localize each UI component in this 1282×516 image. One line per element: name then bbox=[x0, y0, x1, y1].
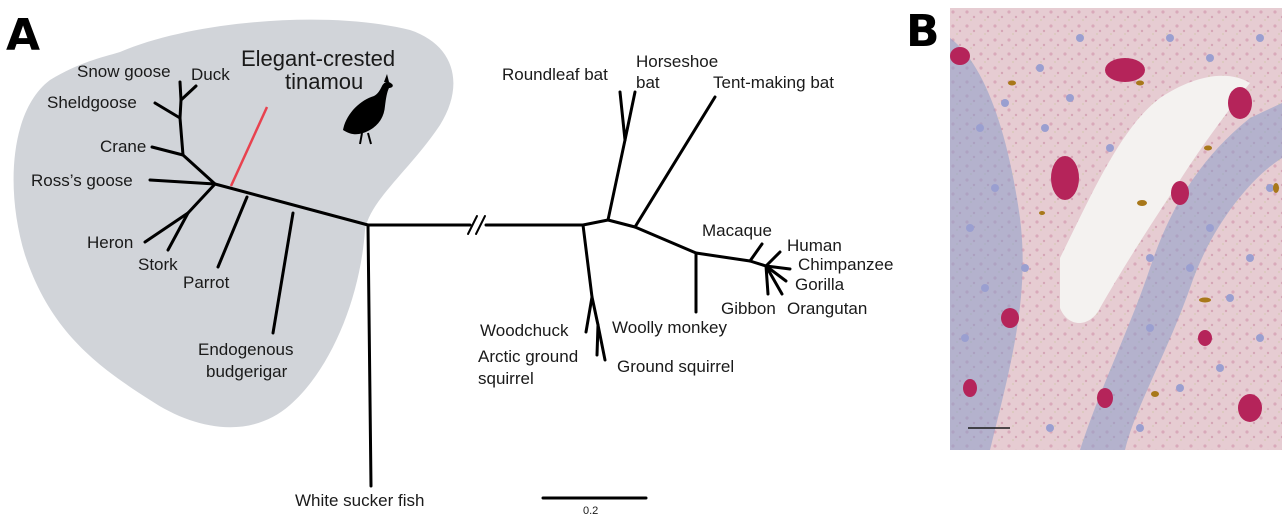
tent-making-bat-branch bbox=[635, 97, 715, 227]
taxon-label-gibbon: Gibbon bbox=[721, 299, 776, 318]
roundleaf-bat-branch bbox=[620, 92, 625, 140]
tent-making-bat-branch bbox=[608, 220, 635, 227]
taxon-label-heron: Heron bbox=[87, 233, 133, 252]
taxon-label-crane: Crane bbox=[100, 137, 146, 156]
gibbon-branch bbox=[766, 266, 768, 294]
tinamou-label: tinamou bbox=[285, 69, 363, 94]
woodchuck-branch bbox=[586, 297, 592, 332]
white-sucker-fish-branch bbox=[368, 225, 371, 486]
axis-break-mark bbox=[476, 216, 485, 234]
taxon-label-orangutan: Orangutan bbox=[787, 299, 867, 318]
mammal-internal-branch bbox=[583, 220, 608, 225]
taxon-label-horseshoe-bat: Horseshoe bbox=[636, 52, 718, 71]
primate-clade-branch bbox=[635, 227, 696, 253]
ground-squirrel-branch bbox=[598, 325, 605, 360]
taxon-label-endogenous-budgerigar: Endogenous bbox=[198, 340, 293, 359]
taxon-label-sheldgoose: Sheldgoose bbox=[47, 93, 137, 112]
taxon-label-snow-goose: Snow goose bbox=[77, 62, 171, 81]
bat-clade-branch bbox=[608, 140, 625, 220]
taxon-label-endogenous-budgerigar: budgerigar bbox=[206, 362, 288, 381]
taxon-label-macaque: Macaque bbox=[702, 221, 772, 240]
histology-micrograph bbox=[950, 8, 1282, 450]
taxon-label-ross-goose: Ross’s goose bbox=[31, 171, 133, 190]
taxon-label-arctic-ground-squirrel: squirrel bbox=[478, 369, 534, 388]
scale-bar-label: 0.2 bbox=[583, 505, 598, 516]
taxon-label-duck: Duck bbox=[191, 65, 230, 84]
rodent-internal-branch bbox=[592, 297, 598, 325]
taxon-label-parrot: Parrot bbox=[183, 273, 230, 292]
old-world-primate-branch bbox=[696, 253, 750, 261]
taxon-label-gorilla: Gorilla bbox=[795, 275, 845, 294]
taxon-label-ground-squirrel: Ground squirrel bbox=[617, 357, 734, 376]
taxon-label-arctic-ground-squirrel: Arctic ground bbox=[478, 347, 578, 366]
taxon-label-woodchuck: Woodchuck bbox=[480, 321, 569, 340]
rodent-clade-branch bbox=[583, 225, 592, 297]
snow-goose-branch bbox=[180, 82, 181, 100]
taxon-label-white-sucker-fish: White sucker fish bbox=[295, 491, 424, 510]
great-ape-branch bbox=[750, 261, 766, 266]
human-branch bbox=[766, 252, 780, 266]
macaque-branch bbox=[750, 244, 762, 261]
tinamou-label: Elegant-crested bbox=[241, 46, 395, 71]
taxon-label-stork: Stork bbox=[138, 255, 178, 274]
taxon-label-roundleaf-bat: Roundleaf bat bbox=[502, 65, 608, 84]
horseshoe-bat-branch bbox=[625, 92, 635, 140]
bird-internal-branch bbox=[180, 100, 181, 118]
phylogenetic-tree: Elegant-crested tinamou Snow goose Duck … bbox=[0, 0, 945, 516]
tissue-stain-image bbox=[950, 8, 1282, 450]
taxon-label-woolly-monkey: Woolly monkey bbox=[612, 318, 727, 337]
taxon-label-tent-making-bat: Tent-making bat bbox=[713, 73, 834, 92]
taxon-label-chimpanzee: Chimpanzee bbox=[798, 255, 893, 274]
taxon-label-human: Human bbox=[787, 236, 842, 255]
taxon-label-horseshoe-bat: bat bbox=[636, 73, 660, 92]
